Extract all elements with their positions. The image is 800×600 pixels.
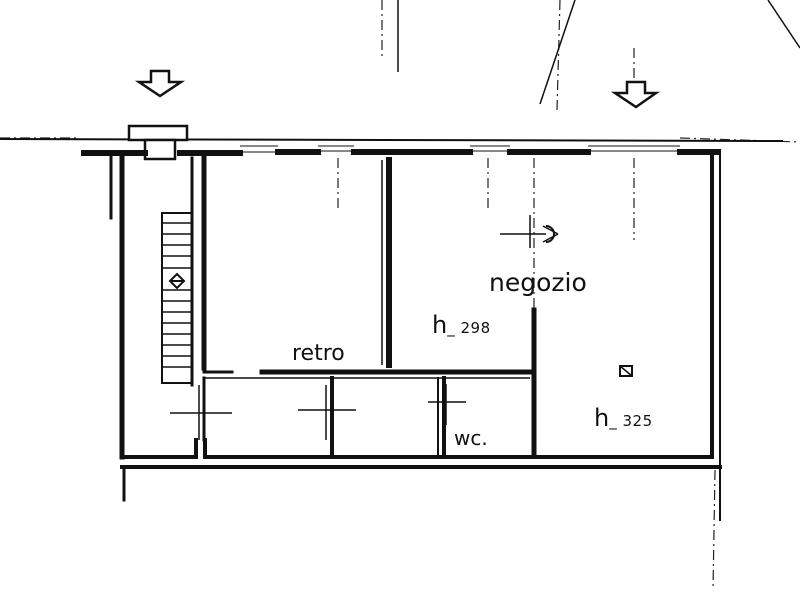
walls (120, 153, 722, 521)
stair-arrow-icon (168, 272, 186, 290)
ceiling-height-label: h_ 325 (594, 406, 653, 430)
ceiling-height-label: h_ 298 (432, 313, 491, 337)
height-value: _ 298 (447, 319, 491, 337)
room-label-negozio: negozio (489, 268, 587, 297)
height-letter: h (432, 311, 448, 339)
light-point-icon (619, 365, 633, 377)
height-letter: h (594, 404, 610, 432)
room-label-retro: retro (292, 341, 345, 366)
down-arrow-icon (610, 80, 660, 109)
front-wall (0, 124, 784, 161)
room-label-wc: wc. (454, 426, 488, 450)
down-arrow-icon (134, 69, 186, 98)
fixture-marks (170, 158, 635, 440)
staircase (109, 151, 207, 460)
ceiling-light-icon (542, 225, 559, 243)
height-value: _ 325 (609, 412, 653, 430)
